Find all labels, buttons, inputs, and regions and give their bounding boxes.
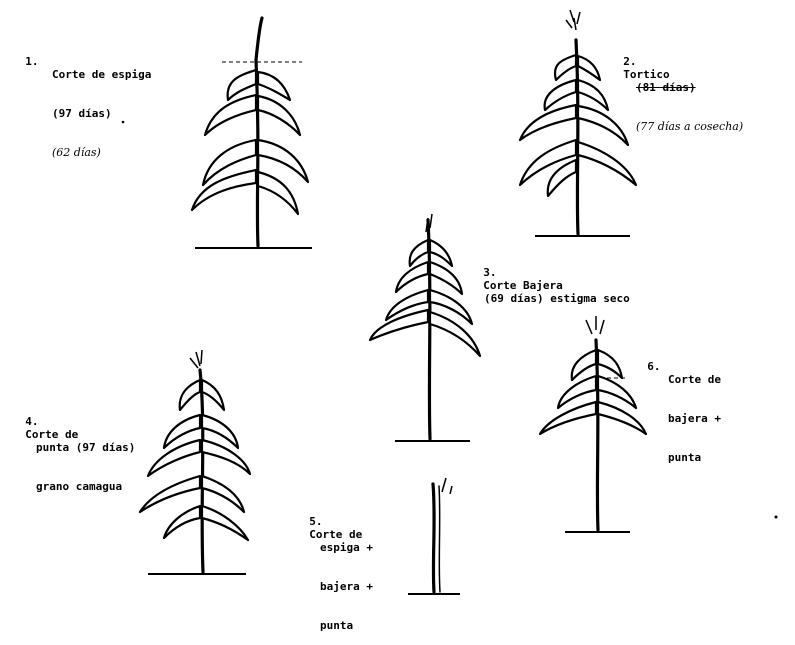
label-5-text: espiga + bajera + punta <box>320 515 373 645</box>
plant-5-stalk-only <box>408 478 460 594</box>
label-3-text: (69 días) estigma seco <box>484 266 630 318</box>
stray-dot <box>775 516 778 519</box>
label-6-number: 6. <box>647 360 660 373</box>
label-6-line3: punta <box>668 451 721 464</box>
label-1-line1: Corte de espiga <box>52 68 151 81</box>
label-5-line3: bajera + <box>320 580 373 593</box>
label-2-line2: (81 días) <box>636 81 743 94</box>
label-2-line3: (77 días a cosecha) <box>636 120 743 133</box>
label-3-line2: (69 días) estigma seco <box>484 292 630 305</box>
label-2-text: (81 días) (77 días a cosecha) <box>636 55 743 146</box>
label-6-line1: Corte de <box>668 373 721 386</box>
label-1-line2: (97 días) <box>52 107 151 120</box>
label-5-line2: espiga + <box>320 541 373 554</box>
label-6-text: Corte de bajera + punta <box>668 347 721 477</box>
plant-1-tassel-cut <box>192 18 312 248</box>
label-4-line2: punta (97 días) <box>36 441 135 454</box>
label-5-line4: punta <box>320 619 373 632</box>
plant-4-tip-cut <box>140 350 250 574</box>
label-6-line2: bajera + <box>668 412 721 425</box>
label-4-line3: grano camagua <box>36 480 135 493</box>
label-2-number: 2. <box>623 55 636 68</box>
label-1-number: 1. <box>25 55 38 68</box>
plant-3-lower-leaves-cut <box>370 214 480 441</box>
label-1-line3: (62 días) <box>52 146 151 159</box>
plant-6-lower-and-tip-cut <box>540 316 646 532</box>
label-6: 6. <box>634 347 661 373</box>
label-4-text: punta (97 días) grano camagua <box>36 415 135 506</box>
label-1: 1. <box>12 42 39 68</box>
label-1-text: Corte de espiga (97 días) (62 días) <box>52 42 151 172</box>
